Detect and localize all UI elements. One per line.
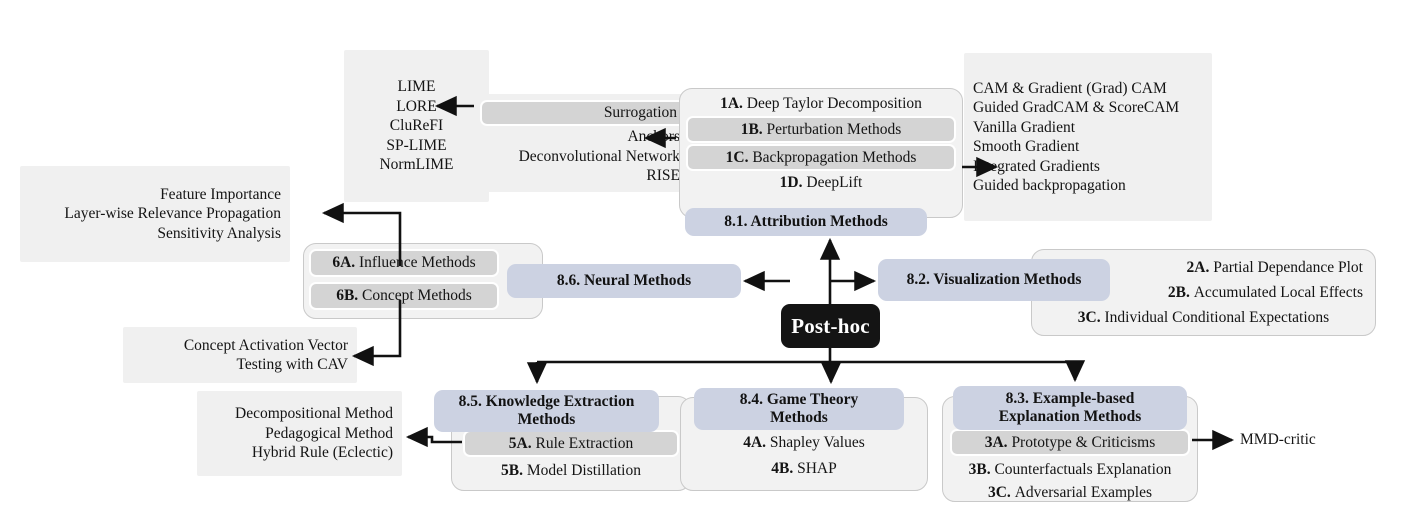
visualization-item-2b: 2B. Accumulated Local Effects bbox=[1038, 280, 1369, 305]
example-item-3b: 3B. Counterfactuals Explanation bbox=[946, 458, 1194, 481]
visualization-items: 2A. Partial Dependance Plot 2B. Accumula… bbox=[1038, 255, 1369, 330]
item-text: Accumulated Local Effects bbox=[1193, 283, 1363, 301]
item-text: Perturbation Methods bbox=[766, 120, 902, 138]
attribution-item-1b[interactable]: 1B. Perturbation Methods bbox=[686, 116, 956, 143]
item-text: Adversarial Examples bbox=[1014, 483, 1152, 501]
leaf-item: NormLIME bbox=[379, 156, 454, 174]
game-theory-items: 4A. Shapley Values 4B. SHAP bbox=[684, 430, 924, 482]
knowledge-item-5a[interactable]: 5A. Rule Extraction bbox=[463, 430, 679, 457]
item-text: Concept Methods bbox=[362, 287, 472, 304]
item-num: 1A. bbox=[720, 95, 743, 112]
attribution-header-pill[interactable]: 8.1. Attribution Methods bbox=[685, 208, 927, 236]
example-based-header-label: 8.3. Example-based Explanation Methods bbox=[998, 389, 1142, 426]
item-num: 5A. bbox=[508, 434, 532, 452]
knowledge-item-5b: 5B. Model Distillation bbox=[455, 459, 687, 483]
item-text: DeepLift bbox=[806, 174, 863, 191]
cam-leaf-box: CAM & Gradient (Grad) CAM Guided GradCAM… bbox=[964, 53, 1212, 221]
item-text: Shapley Values bbox=[769, 434, 865, 451]
leaf-item: Feature Importance bbox=[160, 185, 281, 203]
item-text: Counterfactuals Explanation bbox=[994, 460, 1172, 478]
neural-header-label: 8.6. Neural Methods bbox=[556, 271, 692, 289]
item-num: 5B. bbox=[501, 462, 523, 479]
example-item-3c: 3C. Adversarial Examples bbox=[946, 481, 1194, 504]
item-text: SHAP bbox=[797, 460, 837, 477]
deconvolutional-network-label: Deconvolutional Network bbox=[518, 147, 680, 165]
leaf-item: Pedagogical Method bbox=[265, 424, 393, 442]
knowledge-extraction-header-pill[interactable]: 8.5. Knowledge Extraction Methods bbox=[434, 390, 659, 432]
item-num: 6B. bbox=[336, 287, 359, 304]
leaf-item: Guided backpropagation bbox=[973, 177, 1126, 194]
item-text: Prototype & Criticisms bbox=[1011, 433, 1156, 451]
item-num: 1D. bbox=[779, 174, 803, 191]
leaf-item: Concept Activation Vector bbox=[183, 336, 348, 354]
rule-extraction-leaf-box: Decompositional Method Pedagogical Metho… bbox=[197, 391, 402, 476]
neural-header-pill[interactable]: 8.6. Neural Methods bbox=[507, 264, 741, 298]
root-label: Post-hoc bbox=[791, 313, 870, 338]
game-theory-item-4b: 4B. SHAP bbox=[684, 456, 924, 482]
leaf-item: LIME bbox=[397, 78, 436, 96]
leaf-item: Guided GradCAM & ScoreCAM bbox=[973, 99, 1180, 116]
item-num: 2B. bbox=[1167, 283, 1190, 301]
attribution-item-1d: 1D. DeepLift bbox=[682, 172, 960, 194]
attribution-item-1c[interactable]: 1C. Backpropagation Methods bbox=[686, 144, 956, 171]
surrogation-leaf-box: Surrogation Anchors Deconvolutional Netw… bbox=[477, 94, 689, 192]
game-theory-item-4a: 4A. Shapley Values bbox=[684, 430, 924, 456]
visualization-header-pill[interactable]: 8.2. Visualization Methods bbox=[878, 259, 1110, 301]
item-num: 1B. bbox=[740, 120, 763, 138]
item-num: 1C. bbox=[725, 148, 749, 166]
item-num: 3C. bbox=[987, 483, 1011, 501]
attribution-header-label: 8.1. Attribution Methods bbox=[724, 212, 888, 230]
game-theory-header-label: 8.4. Game Theory Methods bbox=[739, 390, 859, 427]
visualization-item-3c: 3C. Individual Conditional Expectations bbox=[1038, 305, 1369, 330]
leaf-item: Hybrid Rule (Eclectic) bbox=[251, 444, 393, 462]
item-num: 3C. bbox=[1077, 308, 1101, 326]
item-text: Individual Conditional Expectations bbox=[1104, 308, 1330, 326]
mmd-critic-label: MMD-critic bbox=[1240, 431, 1316, 448]
item-text: Deep Taylor Decomposition bbox=[746, 95, 922, 112]
example-item-3a[interactable]: 3A. Prototype & Criticisms bbox=[950, 429, 1190, 456]
attribution-items: 1A. Deep Taylor Decomposition 1B. Pertur… bbox=[682, 93, 960, 194]
item-num: 4A. bbox=[743, 434, 767, 451]
influence-leaf-box: Feature Importance Layer-wise Relevance … bbox=[20, 166, 290, 262]
game-theory-header-pill[interactable]: 8.4. Game Theory Methods bbox=[694, 388, 904, 430]
leaf-item: Smooth Gradient bbox=[973, 138, 1080, 155]
knowledge-extraction-header-label: 8.5. Knowledge Extraction Methods bbox=[458, 392, 635, 429]
leaf-item: SP-LIME bbox=[386, 136, 447, 154]
lime-leaf-box: LIME LORE CluReFI SP-LIME NormLIME bbox=[344, 50, 489, 202]
example-based-items: 3A. Prototype & Criticisms 3B. Counterfa… bbox=[946, 429, 1194, 504]
item-num: 3A. bbox=[984, 433, 1008, 451]
rise-label: RISE bbox=[646, 167, 680, 184]
leaf-item: Testing with CAV bbox=[236, 356, 348, 373]
leaf-item: Integrated Gradients bbox=[973, 157, 1100, 175]
item-num: 6A. bbox=[332, 254, 356, 271]
visualization-header-label: 8.2. Visualization Methods bbox=[906, 270, 1082, 288]
knowledge-extraction-items: 5A. Rule Extraction 5B. Model Distillati… bbox=[455, 430, 687, 483]
leaf-item: Decompositional Method bbox=[235, 405, 393, 423]
item-text: Backpropagation Methods bbox=[752, 148, 917, 166]
leaf-item: Sensitivity Analysis bbox=[157, 224, 281, 242]
item-text: Model Distillation bbox=[526, 462, 641, 479]
item-num: 3B. bbox=[968, 460, 991, 478]
item-text: Rule Extraction bbox=[535, 434, 634, 452]
neural-item-6a[interactable]: 6A. Influence Methods bbox=[309, 249, 499, 277]
root-node-post-hoc[interactable]: Post-hoc bbox=[781, 304, 880, 348]
leaf-item: Layer-wise Relevance Propagation bbox=[64, 205, 281, 223]
example-based-header-pill[interactable]: 8.3. Example-based Explanation Methods bbox=[953, 386, 1187, 430]
attribution-item-1a: 1A. Deep Taylor Decomposition bbox=[682, 93, 960, 115]
item-num: 2A. bbox=[1186, 258, 1210, 276]
leaf-item: CAM & Gradient (Grad) CAM bbox=[973, 79, 1167, 97]
leaf-item: CluReFI bbox=[389, 117, 444, 135]
neural-items: 6A. Influence Methods 6B. Concept Method… bbox=[309, 249, 499, 310]
item-num: 4B. bbox=[771, 460, 794, 477]
item-text: Influence Methods bbox=[359, 254, 476, 271]
visualization-item-2a: 2A. Partial Dependance Plot bbox=[1038, 255, 1369, 280]
neural-item-6b[interactable]: 6B. Concept Methods bbox=[309, 282, 499, 310]
surrogation-pill[interactable]: Surrogation bbox=[480, 100, 686, 126]
leaf-item: Vanilla Gradient bbox=[973, 118, 1076, 136]
item-text: Partial Dependance Plot bbox=[1213, 258, 1363, 276]
concept-leaf-box: Concept Activation Vector Testing with C… bbox=[123, 327, 357, 383]
anchors-label: Anchors bbox=[627, 128, 680, 145]
surrogation-label: Surrogation bbox=[603, 104, 677, 121]
leaf-item: LORE bbox=[396, 97, 437, 115]
